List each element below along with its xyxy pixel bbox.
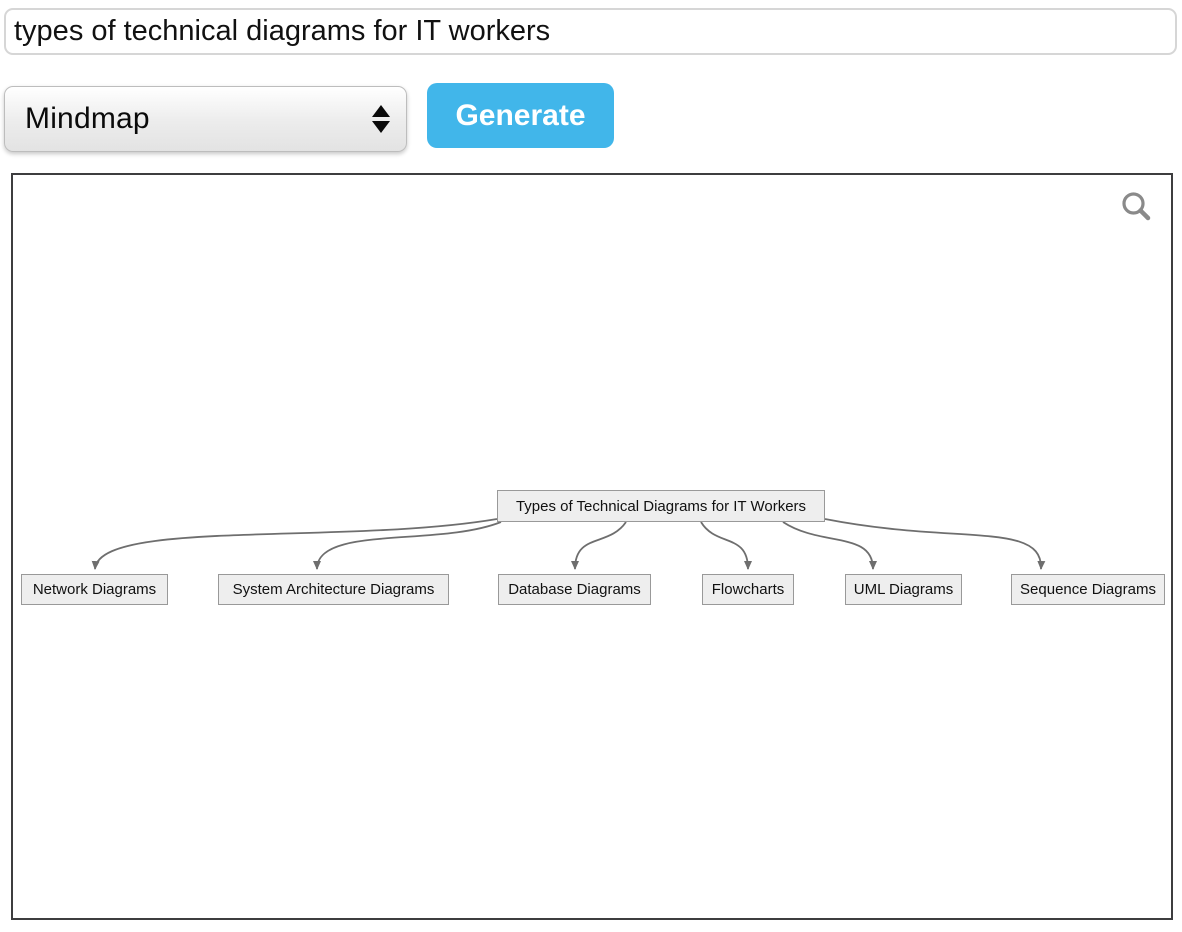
select-updown-arrows-icon: [372, 105, 390, 133]
mindmap-child-node: Database Diagrams: [498, 574, 651, 605]
prompt-input[interactable]: [4, 8, 1177, 55]
mindmap-child-node: Flowcharts: [702, 574, 794, 605]
arrow-down-icon: [372, 121, 390, 133]
arrow-up-icon: [372, 105, 390, 117]
magnifier-icon[interactable]: [1120, 190, 1154, 224]
mindmap-edges: [91, 518, 1046, 570]
mindmap-child-node: Network Diagrams: [21, 574, 168, 605]
diagram-type-selected-value: Mindmap: [25, 102, 150, 135]
diagram-type-select[interactable]: Mindmap: [4, 86, 407, 152]
diagram-canvas[interactable]: Types of Technical Diagrams for IT Worke…: [11, 173, 1173, 920]
mindmap-child-node: UML Diagrams: [845, 574, 962, 605]
generate-button[interactable]: Generate: [427, 83, 614, 148]
mindmap-root-node: Types of Technical Diagrams for IT Worke…: [497, 490, 825, 522]
mindmap-child-node: Sequence Diagrams: [1011, 574, 1165, 605]
mindmap-child-node: System Architecture Diagrams: [218, 574, 449, 605]
